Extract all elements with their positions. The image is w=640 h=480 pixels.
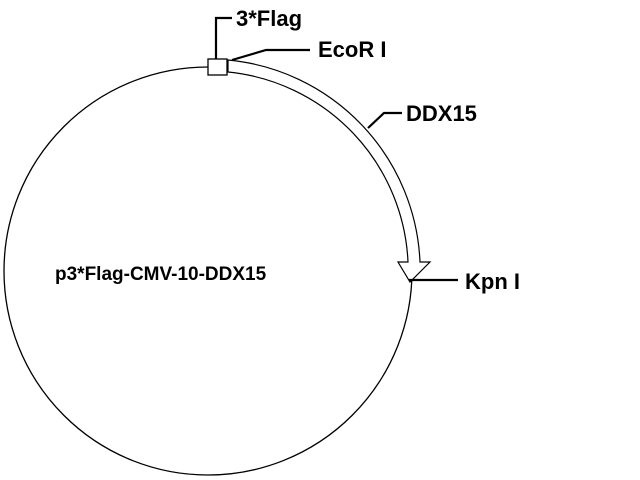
ddx15-label: DDX15 bbox=[406, 101, 477, 126]
kpni-label: Kpn I bbox=[465, 269, 520, 294]
flag-label: 3*Flag bbox=[236, 6, 302, 31]
flag-tag-box bbox=[207, 58, 228, 76]
plasmid-name: p3*Flag-CMV-10-DDX15 bbox=[55, 264, 267, 285]
ddx15-leader-line bbox=[367, 111, 402, 129]
flag-leader-line bbox=[214, 16, 232, 59]
ecori-leader-line bbox=[231, 48, 310, 62]
ddx15-insert-arrow bbox=[227, 59, 432, 283]
ecori-label: EcoR I bbox=[318, 37, 386, 62]
